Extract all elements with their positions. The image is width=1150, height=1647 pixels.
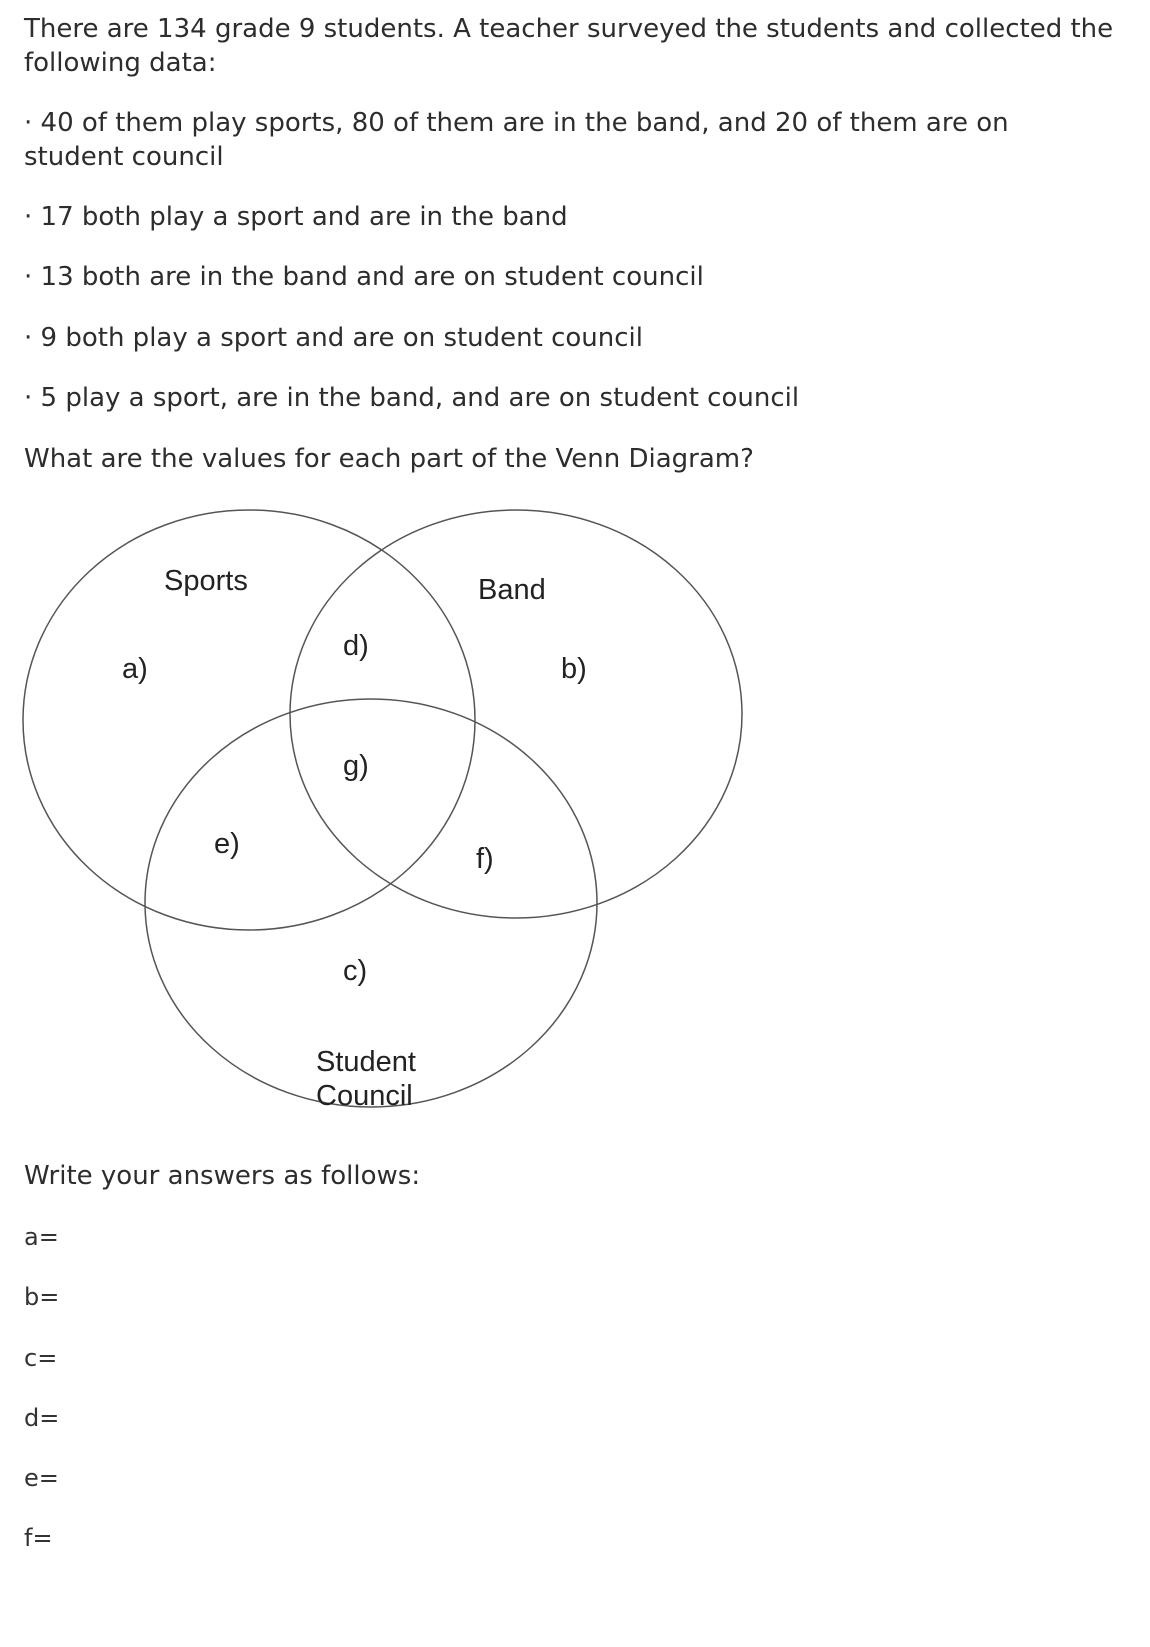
sports-circle [22, 509, 476, 931]
bullet-sport-band: 17 both play a sport and are in the band [24, 200, 568, 234]
council-circle [144, 698, 598, 1108]
question-text: What are the values for each part of the… [24, 444, 754, 474]
answer-a: a= [24, 1223, 59, 1251]
band-circle [289, 509, 743, 919]
bullet-all-three: 5 play a sport, are in the band, and are… [24, 381, 800, 415]
council-label-line2: Council [316, 1080, 413, 1112]
venn-diagram: Sports Band Student Council a) b) c) d) … [22, 509, 743, 1112]
region-a-label: a) [122, 653, 148, 685]
bullet-band-council: 13 both are in the band and are on stude… [24, 260, 704, 294]
answer-f: f= [24, 1524, 53, 1552]
answer-e: e= [24, 1464, 59, 1492]
region-e-label: e) [214, 828, 240, 860]
answer-c: c= [24, 1344, 58, 1372]
region-f-label: f) [476, 843, 494, 875]
region-g-label: g) [343, 750, 369, 782]
band-label: Band [478, 574, 546, 606]
sports-label: Sports [164, 565, 248, 597]
bullet-sport-council: 9 both play a sport and are on student c… [24, 321, 643, 355]
instructions-text: Write your answers as follows: [24, 1161, 421, 1191]
council-label-line1: Student [316, 1046, 416, 1078]
region-b-label: b) [561, 653, 587, 685]
answer-d: d= [24, 1404, 60, 1432]
bullet-totals: 40 of them play sports, 80 of them are i… [24, 106, 1114, 174]
region-c-label: c) [343, 955, 367, 987]
intro-text: There are 134 grade 9 students. A teache… [24, 14, 1114, 78]
answer-b: b= [24, 1283, 60, 1311]
region-d-label: d) [343, 630, 369, 662]
